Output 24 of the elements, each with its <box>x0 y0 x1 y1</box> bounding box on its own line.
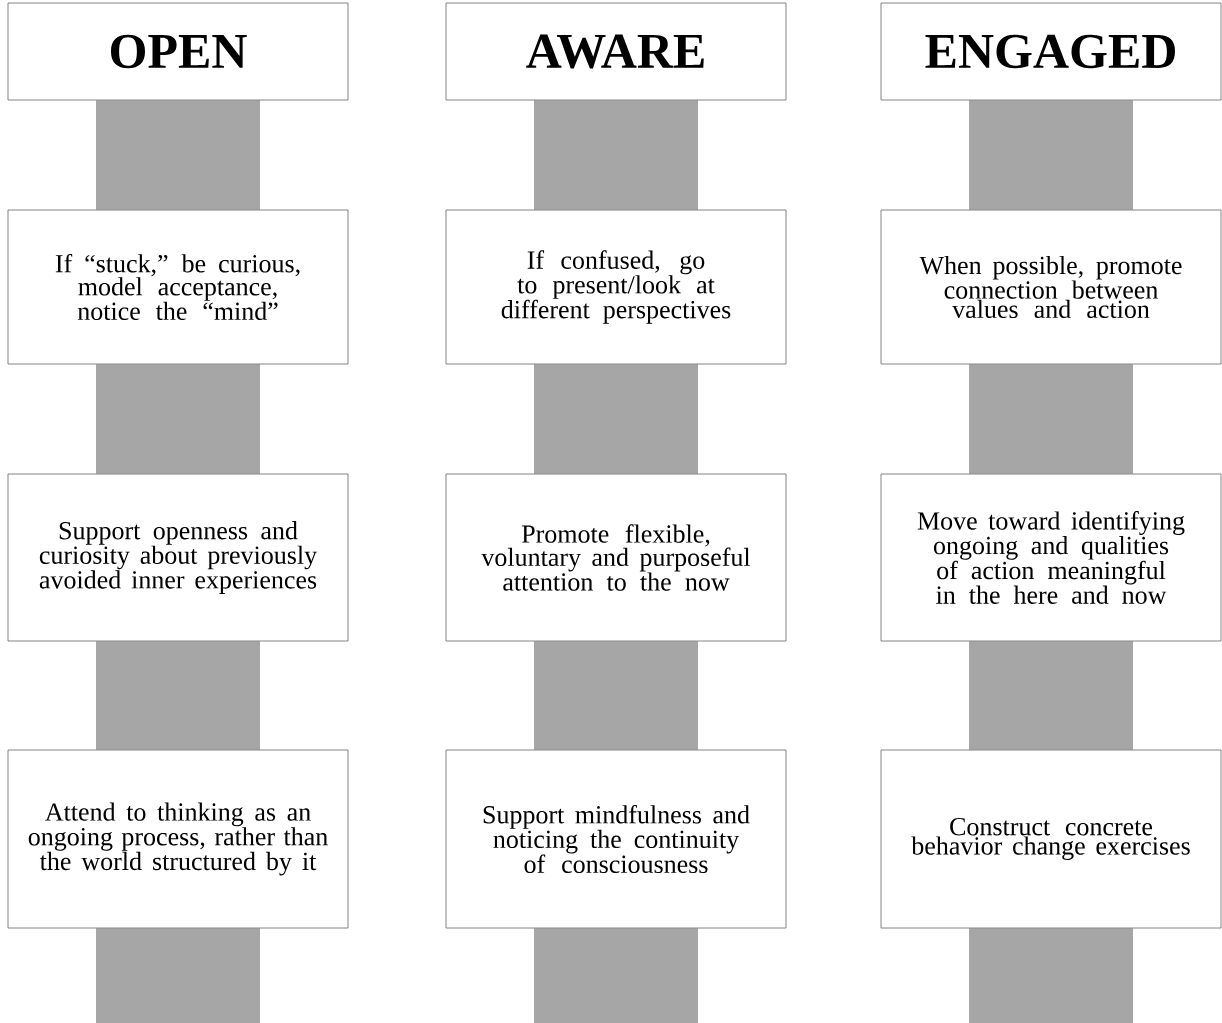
connector-band <box>969 641 1133 750</box>
step-box: Construct concrete behavior change exercises <box>880 749 1222 929</box>
header-box: ENGAGED <box>880 2 1222 101</box>
connector-band <box>96 928 260 1023</box>
step-box: Move toward identifying ongoing and qualities of action meaningful in the here and now <box>880 473 1222 642</box>
connector-band <box>96 364 260 474</box>
step-box: Support openness and curiosity about previously avoided inner experiences <box>7 473 349 642</box>
connector-band <box>969 364 1133 474</box>
connector-band <box>534 364 698 474</box>
step-box: If “stuck,” be curious, model acceptance, notice the “mind” <box>7 209 349 365</box>
header-box: OPEN <box>7 2 349 101</box>
connector-band <box>534 928 698 1023</box>
connector-band <box>534 641 698 750</box>
header-box: AWARE <box>445 2 787 101</box>
connector-band <box>969 928 1133 1023</box>
connector-band <box>534 100 698 210</box>
step-box: When possible, promote connection between values and action <box>880 209 1222 365</box>
connector-band <box>96 641 260 750</box>
step-box: Promote flexible, voluntary and purposeful attention to the now <box>445 473 787 642</box>
connector-band <box>969 100 1133 210</box>
step-box: Support mindfulness and noticing the continuity of consciousness <box>445 749 787 929</box>
step-box: Attend to thinking as an ongoing process, rather than the world structured by it <box>7 749 349 929</box>
connector-band <box>96 100 260 210</box>
step-box: If confused, go to present/look at different perspectives <box>445 209 787 365</box>
